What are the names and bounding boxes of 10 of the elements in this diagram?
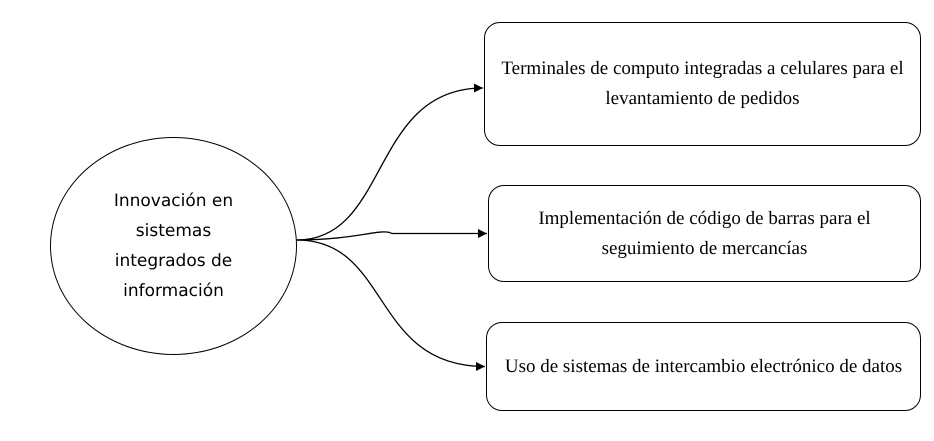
arrow	[296, 239, 486, 370]
rounded-text-box	[484, 22, 921, 146]
node-text: Terminales de computo integradas a celulares para el levantamiento de pedidos	[500, 57, 905, 111]
rounded-text-box	[488, 185, 921, 282]
concept-ellipse	[50, 137, 297, 355]
node-text: Innovación en sistemas integrados de información	[112, 190, 234, 303]
node-text: Uso de sistemas de intercambio electrónico de datos	[504, 354, 902, 378]
rounded-text-box	[486, 322, 921, 411]
node-text: Implementación de código de barras para el seguimiento de mercancías	[537, 206, 872, 260]
arrow	[296, 84, 484, 241]
